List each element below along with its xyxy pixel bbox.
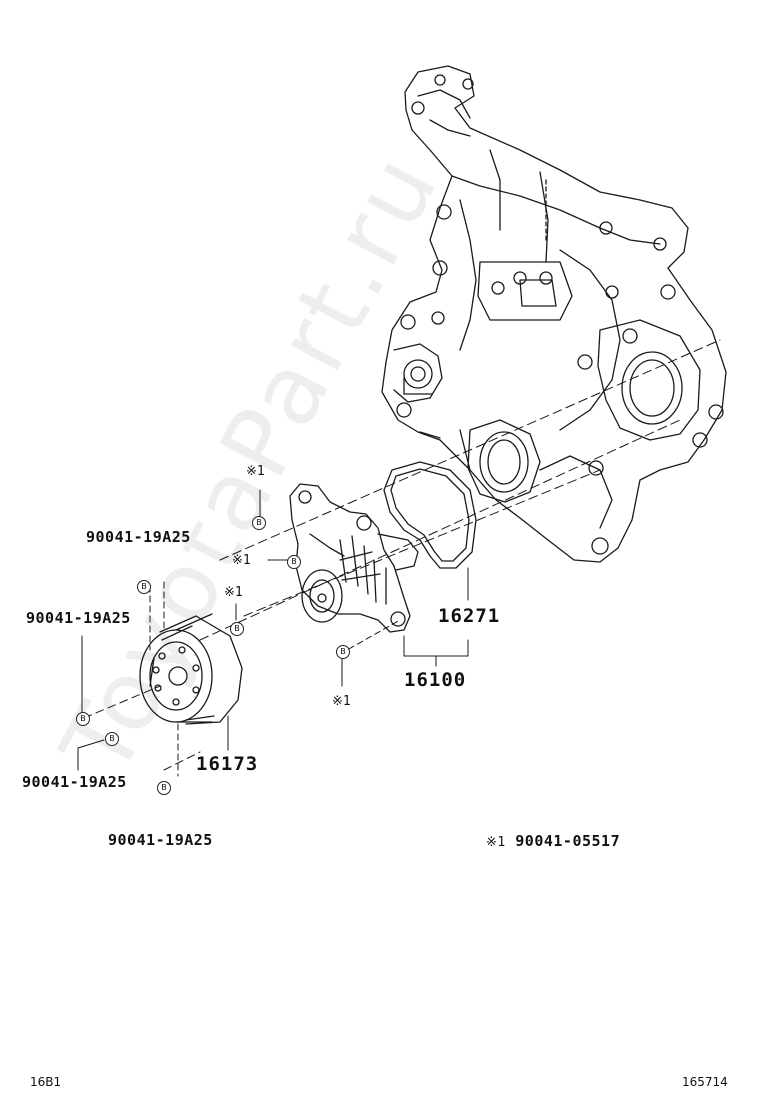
- water-pump-part-number: 16100: [404, 669, 467, 691]
- footer-left-code: 16B1: [30, 1075, 62, 1089]
- ref-mark-label: ※1: [332, 694, 351, 709]
- ref-mark-label: ※1: [232, 553, 251, 568]
- bolt-marker: B: [230, 622, 244, 636]
- legend-part-number: 90041-05517: [515, 832, 621, 850]
- bolt-marker: B: [336, 645, 350, 659]
- bolt-marker: B: [76, 712, 90, 726]
- gasket-part-number: 16271: [438, 605, 501, 627]
- pulley-part-number: 16173: [196, 753, 259, 775]
- water-pump-drawing: [289, 483, 419, 633]
- ref-mark-label: ※1: [224, 585, 243, 600]
- ref-mark-label: ※1: [246, 464, 265, 479]
- gasket-drawing: [383, 461, 477, 569]
- pulley-drawing: [139, 613, 243, 725]
- bolt-part-label-bottom: 90041-19A25: [108, 831, 213, 849]
- bolt-marker: B: [105, 732, 119, 746]
- leader-lines: [77, 339, 721, 777]
- bolt-marker: B: [252, 516, 266, 530]
- timing-cover-drawing: [381, 65, 727, 563]
- bolt-marker: B: [157, 781, 171, 795]
- legend: ※1 90041-05517: [486, 832, 621, 850]
- bolt-marker: B: [137, 580, 151, 594]
- bolt-part-label-left-mid: 90041-19A25: [26, 609, 131, 627]
- footer-right-code: 165714: [682, 1075, 728, 1089]
- bolt-part-label-top: 90041-19A25: [86, 528, 191, 546]
- bolt-marker: B: [287, 555, 301, 569]
- bolt-part-label-left-low: 90041-19A25: [22, 773, 127, 791]
- legend-mark: ※1: [486, 835, 506, 850]
